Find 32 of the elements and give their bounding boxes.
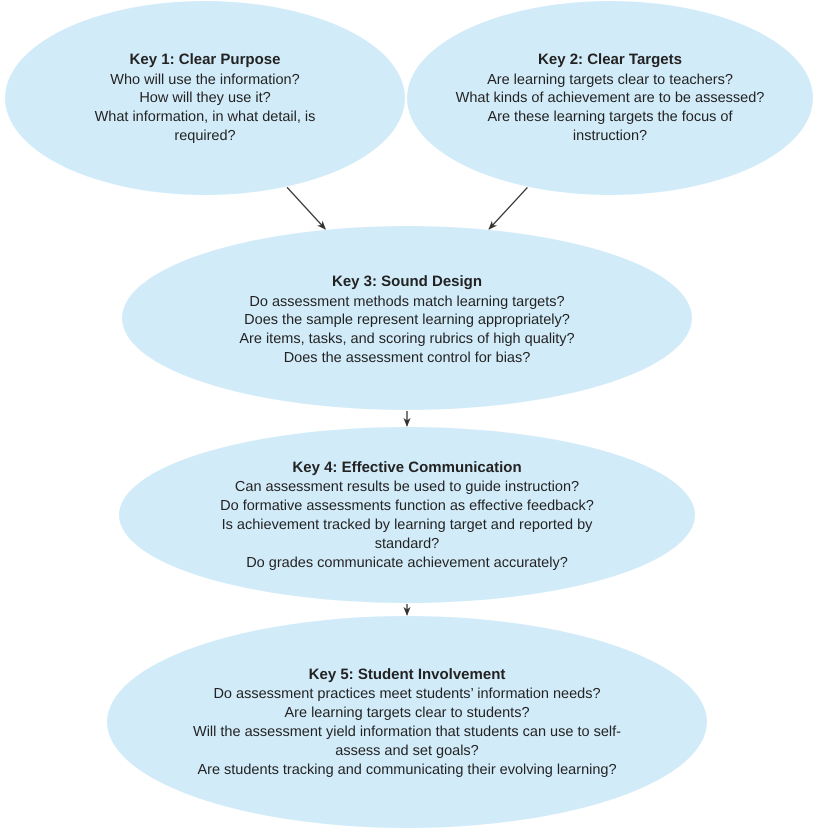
question-text: Are these learning targets the focus of instruction? — [486, 108, 734, 146]
arrow — [488, 187, 528, 230]
question-text: Are learning targets clear to students? — [284, 704, 530, 723]
question-text: Does the sample represent learning appropriately? — [244, 311, 570, 330]
question-text: Do assessment methods match learning targets? — [249, 292, 565, 312]
question-text: Will the assessment yield information that students can use to self-assess and set goals? — [192, 722, 622, 761]
arrow — [286, 186, 326, 230]
oval-node — [107, 616, 707, 828]
oval-node — [5, 1, 405, 195]
question-text: Do grades communicate achievement accurately? — [246, 554, 568, 572]
question-text: Are items, tasks, and scoring rubrics of high quality? — [239, 330, 575, 350]
question-text: Do assessment practices meet students’ information needs? — [213, 685, 601, 704]
question-text: What kinds of achievement are to be assessed? — [456, 89, 764, 108]
arrow — [403, 604, 411, 616]
node-heading: Key 1: Clear Purpose — [130, 50, 280, 70]
arrow — [403, 411, 411, 427]
question-text: Is achievement tracked by learning target and reported by standard? — [220, 516, 594, 554]
oval-node — [122, 226, 692, 410]
question-text: Are learning targets clear to teachers? — [487, 70, 733, 90]
question-text: Does the assessment control for bias? — [284, 349, 530, 368]
node-heading: Key 2: Clear Targets — [538, 50, 682, 70]
node-heading: Key 4: Effective Communication — [292, 458, 522, 478]
question-text: What information, in what detail, is required? — [94, 108, 316, 146]
question-text: Do formative assessments function as effective feedback? — [220, 496, 594, 516]
question-text: How will they use it? — [139, 89, 271, 108]
question-text: Who will use the information? — [110, 70, 300, 90]
question-text: Can assessment results be used to guide instruction? — [234, 478, 580, 497]
oval-node — [407, 1, 813, 195]
oval-node — [119, 427, 695, 603]
node-heading: Key 3: Sound Design — [332, 272, 482, 292]
question-text: Are students tracking and communicating their evolving learning? — [197, 760, 617, 780]
node-heading: Key 5: Student Involvement — [308, 664, 506, 684]
